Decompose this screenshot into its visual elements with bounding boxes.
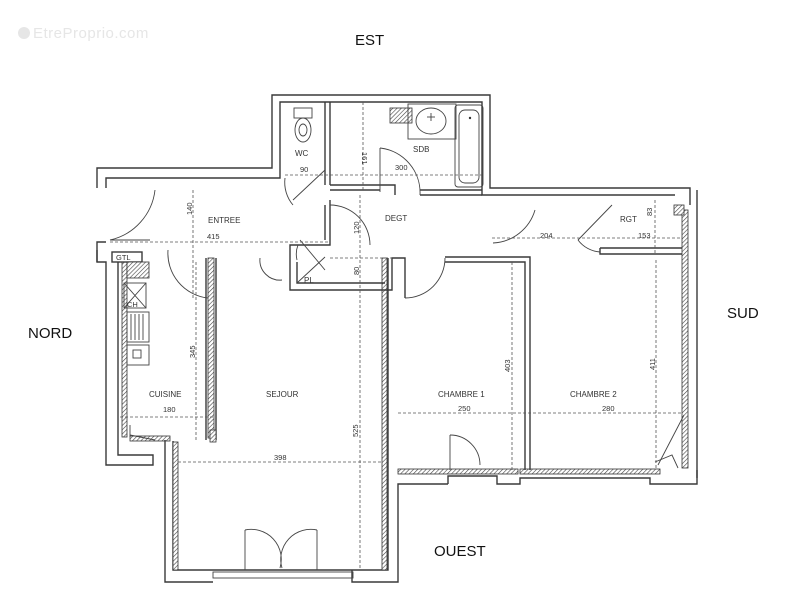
room-label-rgt: RGT: [620, 215, 637, 224]
ch-label: CH: [127, 300, 138, 309]
room-label-chambre1: CHAMBRE 1: [438, 390, 485, 399]
toilet-fixture: [293, 107, 313, 143]
sink-fixture: [407, 103, 457, 140]
dim-sejour-height: 525: [351, 424, 360, 437]
dim-cuisine-width: 180: [163, 405, 176, 414]
watermark-text: EtreProprio.com: [33, 25, 149, 42]
fixtures: CH: [123, 103, 484, 366]
dim-chambre2-height: 411: [648, 358, 657, 370]
dim-sdb-height: 161: [360, 152, 369, 165]
room-label-pl: PL: [304, 276, 314, 285]
room-label-degt: DEGT: [385, 214, 407, 223]
room-label-chambre2: CHAMBRE 2: [570, 390, 617, 399]
dim-entree-height: 140: [185, 202, 194, 215]
dim-sejour-width: 398: [274, 453, 287, 462]
dim-degt-height: 120: [352, 221, 361, 234]
doors: [109, 147, 685, 570]
dim-chambre2-width: 280: [602, 404, 615, 413]
dim-cuisine-height: 345: [188, 345, 197, 358]
dim-wc: 90: [300, 165, 308, 174]
gtl-label: GTL: [116, 253, 131, 262]
room-label-entree: ENTREE: [208, 216, 240, 225]
orientation-south: SUD: [727, 305, 759, 322]
dim-pl-height: 80: [352, 267, 361, 275]
dim-entree-width: 415: [207, 232, 220, 241]
interior-walls: GTL: [111, 102, 685, 470]
dim-chambre1-height: 403: [503, 359, 512, 372]
dim-sdb-width: 300: [395, 163, 408, 172]
room-label-wc: WC: [295, 149, 309, 158]
bathtub-fixture: [454, 104, 484, 188]
room-label-cuisine: CUISINE: [149, 390, 181, 399]
room-label-sejour: SEJOUR: [266, 390, 299, 399]
kitchen-appliances: CH: [123, 282, 150, 366]
dimension-lines: [110, 102, 682, 570]
dim-rgt-height: 83: [645, 208, 654, 216]
dim-chambre1-width: 250: [458, 404, 471, 413]
orientation-north: NORD: [28, 325, 72, 342]
dim-hall-width: 204: [540, 231, 553, 240]
room-label-sdb: SDB: [413, 145, 429, 154]
room-labels: WC 90 SDB 300 161 ENTREE 415 140 DEGT 12…: [149, 145, 657, 462]
orientation-west: OUEST: [434, 543, 486, 560]
copyright-icon: [18, 27, 30, 39]
orientation-east: EST: [355, 32, 384, 49]
watermark: EtreProprio.com: [18, 25, 149, 42]
dim-rgt-width: 153: [638, 231, 651, 240]
